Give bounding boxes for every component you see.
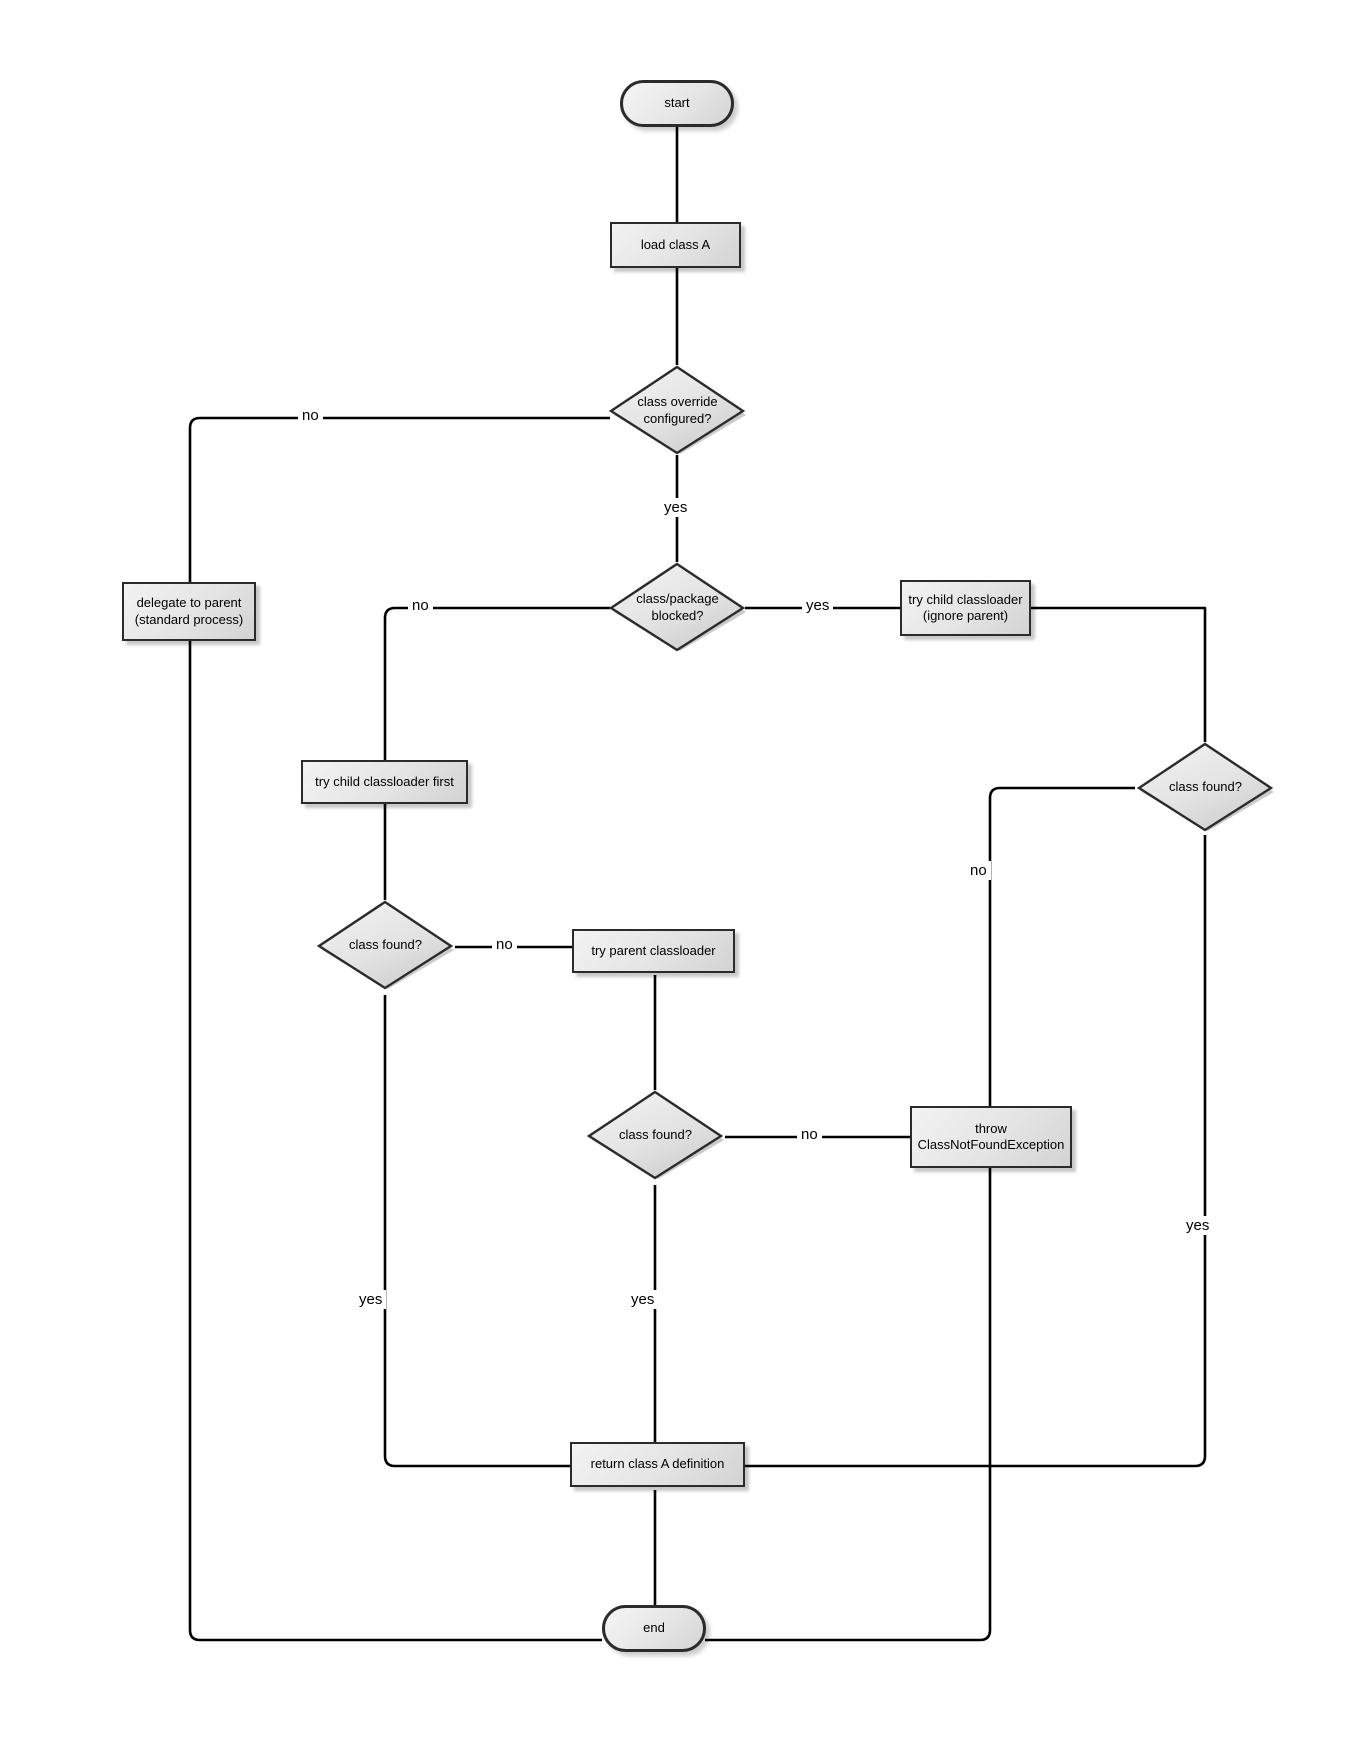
node-end[interactable]: end xyxy=(602,1605,706,1652)
edge-childignore-foundright xyxy=(1030,606,1207,742)
edge-label-override-no: no xyxy=(298,406,323,425)
edge-label-foundmid-yes-text: yes xyxy=(631,1291,655,1308)
node-class-found-mid-label: class found? xyxy=(619,1127,692,1143)
edge-blocked-no xyxy=(383,606,610,760)
node-start-label: start xyxy=(664,95,690,111)
node-class-found-right-label: class found? xyxy=(1169,779,1242,795)
node-class-package-blocked[interactable]: class/package blocked? xyxy=(607,562,748,653)
node-return-class-a-definition[interactable]: return class A definition xyxy=(570,1442,745,1487)
node-class-found-right[interactable]: class found? xyxy=(1135,742,1276,833)
edge-label-foundleft-yes: yes xyxy=(355,1290,387,1309)
node-class-found-mid[interactable]: class found? xyxy=(585,1090,726,1181)
node-load-class-a[interactable]: load class A xyxy=(610,222,741,268)
edge-label-foundright-no: no xyxy=(966,861,991,880)
node-class-package-blocked-label: class/package blocked? xyxy=(636,591,719,623)
edge-label-override-yes: yes xyxy=(660,498,692,517)
edge-label-foundmid-yes: yes xyxy=(627,1290,659,1309)
edge-label-blocked-yes: yes xyxy=(802,596,834,615)
edge-label-blocked-no-text: no xyxy=(412,597,429,614)
edge-label-foundleft-yes-text: yes xyxy=(359,1291,383,1308)
edge-label-foundmid-no: no xyxy=(797,1125,822,1144)
edge-label-foundleft-no-text: no xyxy=(496,936,513,953)
edge-foundright-yes xyxy=(745,835,1207,1468)
node-load-class-a-label: load class A xyxy=(640,236,711,252)
node-throw-classnotfoundexception-label: throw ClassNotFoundException xyxy=(917,1120,1065,1152)
node-try-parent-classloader-label: try parent classloader xyxy=(591,942,716,958)
node-try-parent-classloader[interactable]: try parent classloader xyxy=(572,929,735,973)
edge-foundright-no xyxy=(705,786,1135,1642)
edge-label-foundleft-no: no xyxy=(492,935,517,954)
node-try-child-classloader-first-label: try child classloader first xyxy=(315,773,454,789)
edge-label-foundright-no-text: no xyxy=(970,862,987,879)
edge-foundleft-yes xyxy=(383,995,570,1468)
edge-label-foundright-yes-text: yes xyxy=(1186,1217,1210,1234)
edge-label-foundright-yes: yes xyxy=(1182,1216,1214,1235)
node-return-class-a-definition-label: return class A definition xyxy=(590,1456,725,1472)
edge-label-override-no-text: no xyxy=(302,407,319,424)
edge-override-no xyxy=(188,416,610,1642)
node-throw-classnotfoundexception[interactable]: throw ClassNotFoundException xyxy=(910,1106,1072,1168)
edge-label-override-yes-text: yes xyxy=(664,499,688,516)
node-delegate-to-parent[interactable]: delegate to parent (standard process) xyxy=(122,582,256,641)
node-class-override-configured[interactable]: class override configured? xyxy=(607,365,748,456)
node-end-label: end xyxy=(643,1620,665,1636)
node-try-child-classloader-ignore-parent-label: try child classloader (ignore parent) xyxy=(908,591,1023,623)
edge-label-blocked-yes-text: yes xyxy=(806,597,830,614)
node-class-found-left-label: class found? xyxy=(349,937,422,953)
edge-label-foundmid-no-text: no xyxy=(801,1126,818,1143)
node-try-child-classloader-ignore-parent[interactable]: try child classloader (ignore parent) xyxy=(900,580,1031,636)
node-class-found-left[interactable]: class found? xyxy=(315,900,456,991)
node-start[interactable]: start xyxy=(620,80,734,127)
node-delegate-to-parent-label: delegate to parent (standard process) xyxy=(134,595,244,627)
edge-label-blocked-no: no xyxy=(408,596,433,615)
node-try-child-classloader-first[interactable]: try child classloader first xyxy=(301,760,468,804)
node-class-override-configured-label: class override configured? xyxy=(637,394,718,426)
